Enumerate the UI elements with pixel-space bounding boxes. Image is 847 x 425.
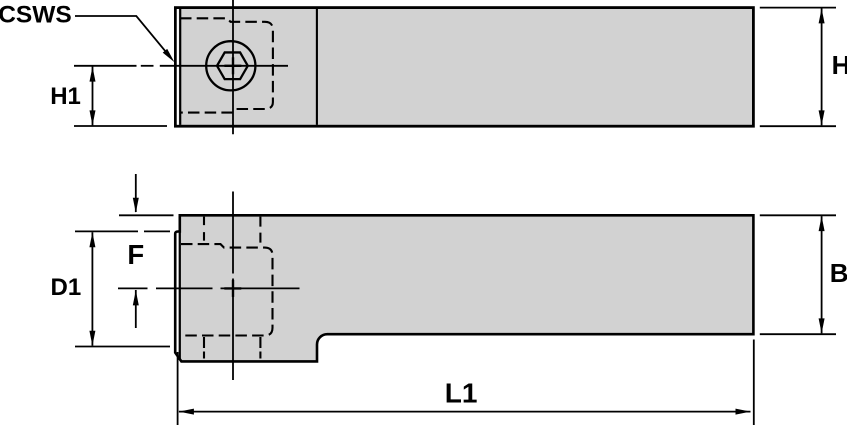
svg-text:L1: L1 (445, 377, 478, 408)
svg-text:H1: H1 (50, 83, 81, 110)
svg-text:D1: D1 (51, 274, 82, 301)
svg-text:CSWS: CSWS (0, 2, 72, 29)
svg-text:H: H (832, 50, 847, 80)
svg-text:B: B (830, 258, 847, 288)
svg-text:F: F (127, 239, 144, 270)
